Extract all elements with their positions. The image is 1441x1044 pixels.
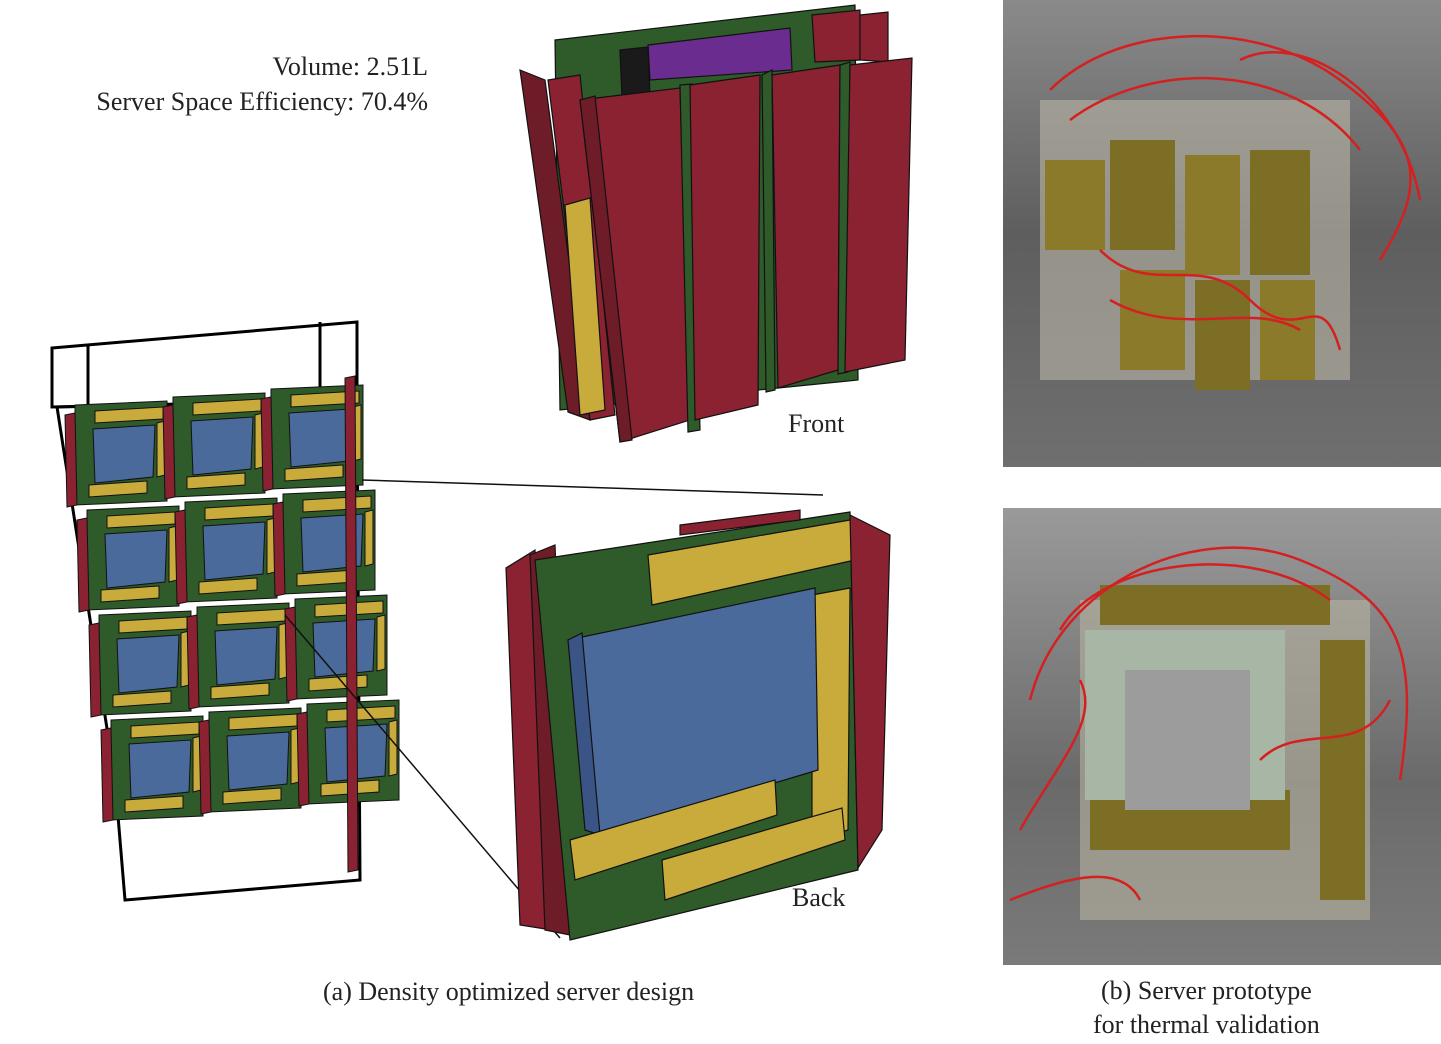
rack-module-heatsink [260,396,274,492]
rack-module-chip [226,731,290,791]
caption-b-line2: for thermal validation [1093,1010,1320,1039]
caption-a: (a) Density optimized server design [323,977,695,1006]
rack-side-heatsink [344,375,359,873]
rack-module-heatsink [174,509,188,605]
zoom-line-bottom [284,614,561,939]
rack-module-bar [210,682,270,700]
back-label: Back [792,883,846,912]
rack-module-heatsink [198,719,212,815]
rack-module-bar [222,787,282,805]
rack-module-bar [124,795,184,813]
rack-module-bar [198,577,258,595]
back-view-model [505,509,891,941]
rack-module-chip [214,626,278,686]
rack-module-heatsink [284,606,298,702]
rack-module-bar [112,690,172,708]
rack-module-bar [388,719,398,777]
rack-module-chip [202,521,266,581]
rack-module-heatsink [64,412,78,508]
rack-module-bar [100,585,160,603]
rack-module-chip [128,739,192,799]
rack-module-bar [88,480,148,498]
zoom-line-top [361,479,824,496]
rack-module-bar [364,509,374,567]
rack-module-chip [312,618,376,678]
prototype-photo-2 [1003,508,1441,965]
rack-module-chip [288,408,352,468]
rack-module-chip [190,416,254,476]
rack-module-chip [104,529,168,589]
efficiency-label: Server Space Efficiency: 70.4% [96,87,428,116]
front-label: Front [788,409,845,438]
volume-label: Volume: 2.51L [272,52,428,81]
rack-module-chip [116,634,180,694]
rack-module-heatsink [296,711,310,807]
prototype-photo-1 [1003,0,1441,467]
rack-module-bar [376,614,386,672]
rack-module-heatsink [88,622,102,718]
rack-module-heatsink [162,404,176,500]
caption-b-line1: (b) Server prototype [1101,976,1312,1005]
rack-module-bar [186,472,246,490]
rack-module-heatsink [76,517,90,613]
rack-module-heatsink [186,614,200,710]
rack-module-heatsink [100,727,114,823]
rack-module-heatsink [272,501,286,597]
rack-module-bar [290,390,360,408]
rack-module-bar [326,705,396,723]
rack-module-bar [284,464,344,482]
front-view-model [519,4,913,443]
rack-module-chip [92,424,156,484]
